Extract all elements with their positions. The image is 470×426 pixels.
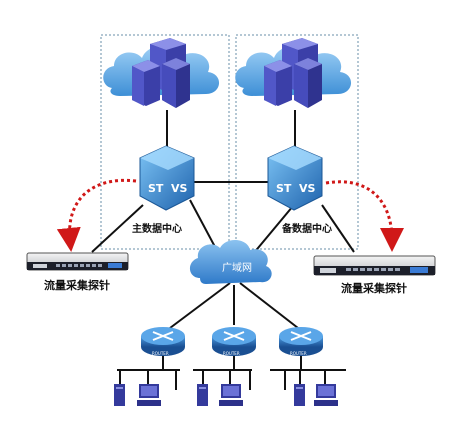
left-mirror-arrow — [56, 178, 137, 252]
wan-label: 广域网 — [222, 261, 252, 274]
backup-dc-box — [235, 34, 359, 250]
router-right-label: ROUTER — [290, 351, 307, 356]
tower-pc-icon — [114, 384, 125, 406]
computer-group-right — [294, 384, 338, 406]
backup-server-icon — [264, 38, 322, 108]
router-middle-icon: ROUTER — [212, 327, 256, 356]
right-mirror-arrow — [325, 180, 404, 252]
primary-cloud — [103, 38, 220, 108]
primary-server-icon — [132, 38, 190, 108]
right-probe-label: 流量采集探针 — [341, 281, 407, 295]
left-probe-icon — [26, 252, 129, 271]
primary-dc-box — [100, 34, 230, 250]
backup-dc-label: 备数据中心 — [281, 222, 332, 235]
router-right-icon: ROUTER — [279, 327, 323, 356]
primary-switch-text: VS — [171, 182, 188, 195]
desktop-pc-icon — [219, 384, 243, 406]
desktop-pc-icon — [137, 384, 161, 406]
tower-pc-icon — [197, 384, 208, 406]
primary-switch-icon: ST VS — [139, 145, 195, 211]
connection-lines — [91, 110, 355, 329]
svg-text:ST: ST — [148, 182, 164, 195]
lan-bus-lines — [117, 356, 346, 390]
computer-group-left — [114, 384, 161, 406]
left-probe-label: 流量采集探针 — [44, 278, 110, 292]
backup-cloud — [235, 38, 352, 108]
router-left-label: ROUTER — [152, 351, 169, 356]
backup-switch-text: VS — [299, 182, 316, 195]
tower-pc-icon — [294, 384, 305, 406]
backup-switch-icon: ST VS — [267, 145, 323, 211]
wan-cloud — [189, 239, 272, 284]
right-probe-icon — [313, 255, 436, 276]
primary-dc-label: 主数据中心 — [132, 222, 182, 235]
router-middle-label: ROUTER — [223, 351, 240, 356]
svg-text:ST: ST — [276, 182, 292, 195]
router-left-icon: ROUTER — [141, 327, 185, 356]
desktop-pc-icon — [314, 384, 338, 406]
computer-group-middle — [197, 384, 243, 406]
